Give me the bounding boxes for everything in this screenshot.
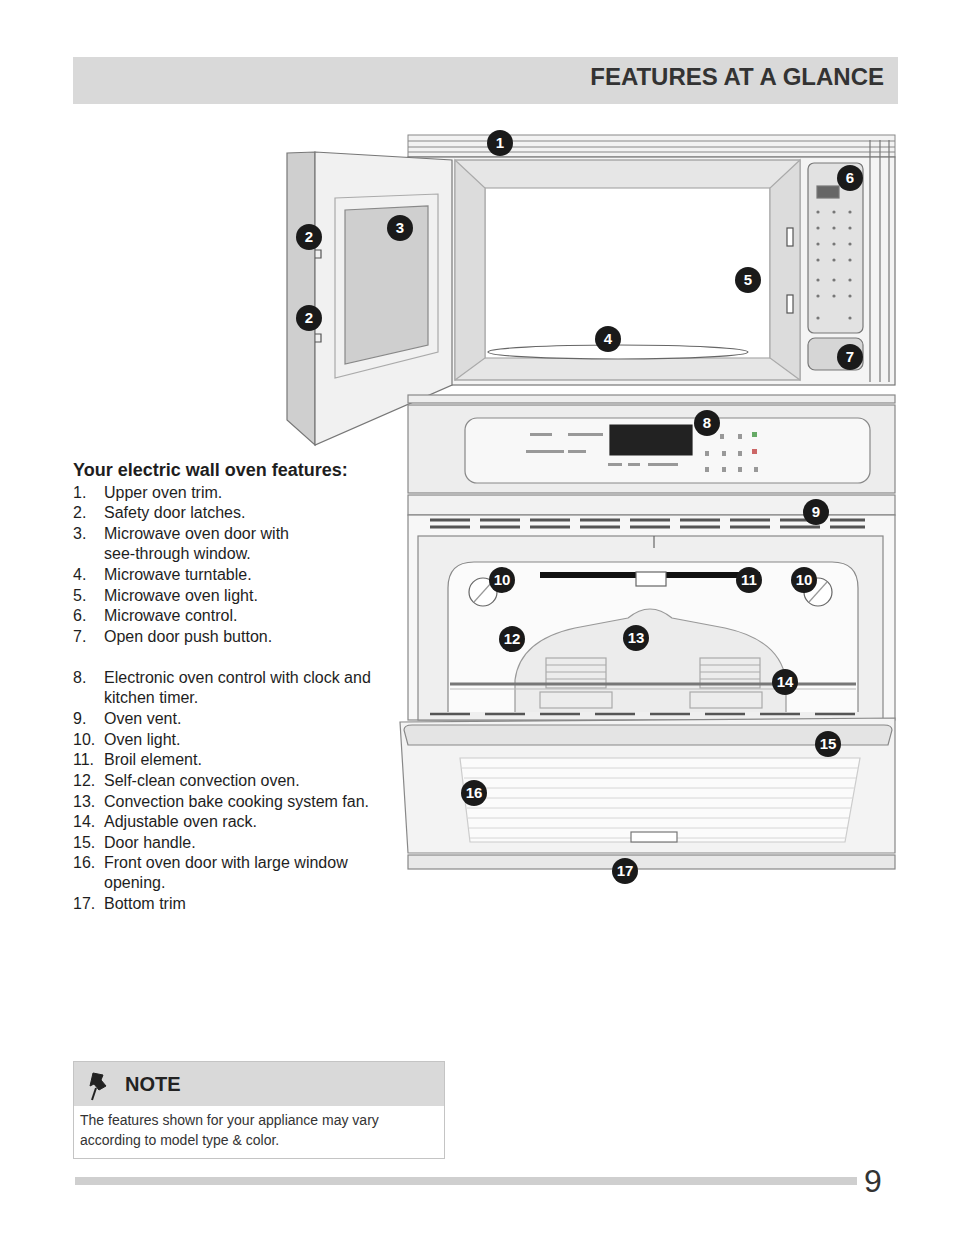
feature-text: Microwave oven door with see-through win… bbox=[104, 524, 319, 565]
microwave bbox=[408, 140, 895, 385]
callout-number: 13 bbox=[623, 625, 649, 651]
list-number: 12. bbox=[73, 771, 103, 792]
list-number: 14. bbox=[73, 812, 103, 833]
feature-text: Bottom trim bbox=[104, 894, 424, 915]
note-body: The features shown for your appliance ma… bbox=[74, 1106, 414, 1156]
list-number: 7. bbox=[73, 627, 103, 648]
oven-door bbox=[400, 714, 895, 869]
upper-trim bbox=[408, 135, 895, 157]
callout-number: 4 bbox=[595, 326, 621, 352]
pushpin-icon bbox=[90, 1073, 106, 1100]
feature-text: Adjustable oven rack. bbox=[104, 812, 424, 833]
list-number: 6. bbox=[73, 606, 103, 627]
feature-text: Oven light. bbox=[104, 730, 424, 751]
callout-number: 7 bbox=[837, 344, 863, 370]
feature-text: Upper oven trim. bbox=[104, 483, 424, 504]
feature-text: Oven vent. bbox=[104, 709, 424, 730]
list-number: 3. bbox=[73, 524, 103, 545]
title-band bbox=[73, 57, 898, 104]
list-heading: Your electric wall oven features: bbox=[73, 460, 403, 481]
feature-text: Safety door latches. bbox=[104, 503, 424, 524]
callout-number: 10 bbox=[489, 567, 515, 593]
feature-text: Open door push button. bbox=[104, 627, 424, 648]
callout-number: 1 bbox=[487, 130, 513, 156]
list-number: 5. bbox=[73, 586, 103, 607]
callout-number: 10 bbox=[791, 567, 817, 593]
list-number: 17. bbox=[73, 894, 103, 915]
callout-number: 17 bbox=[612, 858, 638, 884]
note-heading: NOTE bbox=[74, 1062, 444, 1106]
list-number: 1. bbox=[73, 483, 103, 504]
callout-number: 14 bbox=[772, 669, 798, 695]
callout-number: 2 bbox=[296, 305, 322, 331]
callout-number: 16 bbox=[461, 780, 487, 806]
callout-number: 2 bbox=[296, 224, 322, 250]
callout-number: 3 bbox=[387, 215, 413, 241]
feature-text: Microwave oven light. bbox=[104, 586, 424, 607]
list-number: 16. bbox=[73, 853, 103, 874]
oven-body bbox=[408, 495, 895, 720]
feature-text: Microwave turntable. bbox=[104, 565, 424, 586]
feature-text: Door handle. bbox=[104, 833, 424, 854]
page-title: FEATURES AT A GLANCE bbox=[590, 63, 884, 91]
feature-text: Electronic oven control with clock and k… bbox=[104, 668, 404, 709]
footer-bar bbox=[75, 1177, 857, 1185]
list-number: 4. bbox=[73, 565, 103, 586]
callout-number: 5 bbox=[735, 267, 761, 293]
list-number: 10. bbox=[73, 730, 103, 751]
feature-text: Convection bake cooking system fan. bbox=[104, 792, 424, 813]
list-number: 8. bbox=[73, 668, 103, 689]
callout-number: 11 bbox=[736, 567, 762, 593]
callout-number: 9 bbox=[803, 499, 829, 525]
callout-number: 6 bbox=[837, 165, 863, 191]
feature-text: Self-clean convection oven. bbox=[104, 771, 424, 792]
feature-text: Front oven door with large window openin… bbox=[104, 853, 366, 894]
callout-number: 15 bbox=[815, 731, 841, 757]
oven-control bbox=[408, 395, 895, 493]
note-header-band bbox=[73, 1061, 445, 1106]
list-number: 2. bbox=[73, 503, 103, 524]
callout-number: 8 bbox=[694, 410, 720, 436]
page-number: 9 bbox=[860, 1163, 886, 1199]
list-number: 13. bbox=[73, 792, 103, 813]
list-number: 9. bbox=[73, 709, 103, 730]
callout-number: 12 bbox=[499, 626, 525, 652]
note-box: NOTEThe features shown for your applianc… bbox=[73, 1061, 445, 1159]
list-number: 11. bbox=[73, 750, 103, 771]
feature-text: Microwave control. bbox=[104, 606, 424, 627]
feature-text: Broil element. bbox=[104, 750, 424, 771]
list-number: 15. bbox=[73, 833, 103, 854]
